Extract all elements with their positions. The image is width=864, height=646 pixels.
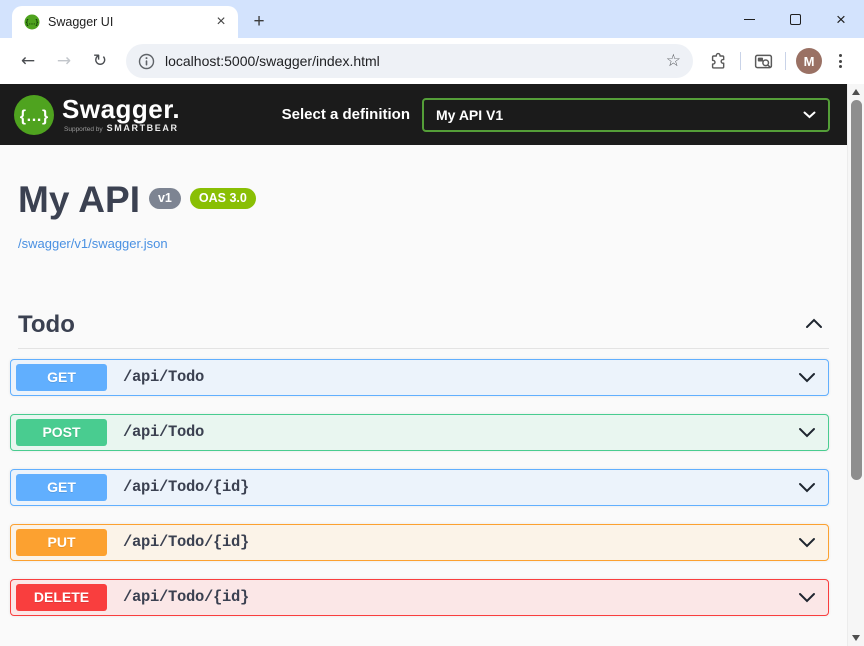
swagger-wordmark-text: Swagger. xyxy=(62,94,181,124)
chevron-up-icon xyxy=(806,318,822,328)
operation-path: /api/Todo/{id} xyxy=(123,478,250,497)
puzzle-icon xyxy=(711,52,725,69)
profile-avatar[interactable]: M xyxy=(796,48,822,74)
forward-button[interactable]: → xyxy=(56,51,72,71)
browser-menu-button[interactable] xyxy=(827,54,854,68)
api-title: My API xyxy=(18,179,140,220)
operation-row[interactable]: PUT /api/Todo/{id} xyxy=(10,523,829,561)
side-panel-search-button[interactable] xyxy=(748,46,778,76)
minimize-button[interactable] xyxy=(726,0,772,38)
triangle-down-icon xyxy=(852,635,860,641)
tag-name: Todo xyxy=(18,310,75,338)
toolbar-divider xyxy=(785,52,786,70)
browser-tab[interactable]: {…} Swagger UI × xyxy=(12,6,238,38)
side-panel-search-icon xyxy=(754,54,772,68)
browser-titlebar: {…} Swagger UI × + × xyxy=(0,0,864,38)
browser-toolbar: ← → ↻ localhost:5000/swagger/index.html … xyxy=(0,38,864,84)
close-icon: × xyxy=(836,9,846,29)
collapse-section-button[interactable] xyxy=(799,312,829,338)
operation-row[interactable]: GET /api/Todo/{id} xyxy=(10,468,829,506)
expand-operation-button[interactable] xyxy=(798,537,816,548)
scroll-down-button[interactable] xyxy=(848,631,864,645)
close-button[interactable]: × xyxy=(818,0,864,38)
maximize-icon xyxy=(789,13,801,25)
tag-section-todo: Todo GET /api/Todo POST /api/Todo GET xyxy=(0,311,847,616)
chevron-down-icon xyxy=(799,592,815,602)
operation-path: /api/Todo xyxy=(123,368,205,387)
method-badge: GET xyxy=(16,473,107,501)
svg-text:{…}: {…} xyxy=(26,20,39,27)
tab-close-icon[interactable]: × xyxy=(216,13,226,30)
method-badge: PUT xyxy=(16,528,107,556)
vertical-scrollbar[interactable] xyxy=(847,84,864,646)
chevron-down-icon xyxy=(799,482,815,492)
definition-select-value: My API V1 xyxy=(436,106,504,123)
swagger-tagline: Supported by SMARTBEAR xyxy=(64,123,179,133)
tag-header[interactable]: Todo xyxy=(18,311,829,349)
reload-button[interactable]: ↻ xyxy=(92,51,108,71)
window-controls: × xyxy=(726,0,864,38)
chevron-down-icon xyxy=(799,372,815,382)
method-badge: DELETE xyxy=(16,583,107,611)
version-badge: v1 xyxy=(148,188,181,209)
api-info-section: My API v1 OAS 3.0 /swagger/v1/swagger.js… xyxy=(0,145,847,251)
minimize-icon xyxy=(743,18,755,20)
operation-path: /api/Todo/{id} xyxy=(123,533,250,552)
operation-path: /api/Todo/{id} xyxy=(123,588,250,607)
operations-list: GET /api/Todo POST /api/Todo GET /api/To… xyxy=(10,358,829,616)
chevron-down-icon xyxy=(799,427,815,437)
expand-operation-button[interactable] xyxy=(798,592,816,603)
swagger-logo: {…} Swagger. Supported by SMARTBEAR xyxy=(14,94,180,135)
scroll-up-button[interactable] xyxy=(848,85,864,99)
chevron-down-icon xyxy=(799,537,815,547)
back-button[interactable]: ← xyxy=(20,51,36,71)
info-icon[interactable] xyxy=(138,53,155,70)
page-viewport: {…} Swagger. Supported by SMARTBEAR Sele… xyxy=(0,84,864,646)
method-badge: POST xyxy=(16,418,107,446)
swagger-page: {…} Swagger. Supported by SMARTBEAR Sele… xyxy=(0,84,847,646)
svg-text:{…}: {…} xyxy=(20,108,48,125)
url-text[interactable]: localhost:5000/swagger/index.html xyxy=(165,53,380,69)
triangle-up-icon xyxy=(852,89,860,95)
definition-select[interactable]: My API V1 xyxy=(422,97,830,132)
oas-badge: OAS 3.0 xyxy=(189,188,256,209)
chevron-down-icon xyxy=(803,111,816,118)
swagger-wordmark: Swagger. Supported by SMARTBEAR xyxy=(62,96,180,133)
scrollbar-thumb[interactable] xyxy=(850,100,862,480)
maximize-button[interactable] xyxy=(772,0,818,38)
bookmark-star-icon[interactable]: ☆ xyxy=(665,51,681,71)
new-tab-button[interactable]: + xyxy=(253,11,265,32)
address-bar[interactable]: localhost:5000/swagger/index.html ☆ xyxy=(126,44,693,78)
toolbar-divider xyxy=(740,52,741,70)
swagger-favicon-icon: {…} xyxy=(24,14,40,30)
expand-operation-button[interactable] xyxy=(798,427,816,438)
operation-row[interactable]: GET /api/Todo xyxy=(10,358,829,396)
swagger-logo-icon: {…} xyxy=(14,94,54,135)
extensions-button[interactable] xyxy=(703,46,733,76)
expand-operation-button[interactable] xyxy=(798,482,816,493)
expand-operation-button[interactable] xyxy=(798,372,816,383)
method-badge: GET xyxy=(16,363,107,391)
tab-title: Swagger UI xyxy=(48,15,114,29)
operation-row[interactable]: DELETE /api/Todo/{id} xyxy=(10,578,829,616)
swagger-topbar: {…} Swagger. Supported by SMARTBEAR Sele… xyxy=(0,84,847,145)
operation-path: /api/Todo xyxy=(123,423,205,442)
select-definition-label: Select a definition xyxy=(281,106,410,123)
spec-json-link[interactable]: /swagger/v1/swagger.json xyxy=(18,235,168,251)
operation-row[interactable]: POST /api/Todo xyxy=(10,413,829,451)
